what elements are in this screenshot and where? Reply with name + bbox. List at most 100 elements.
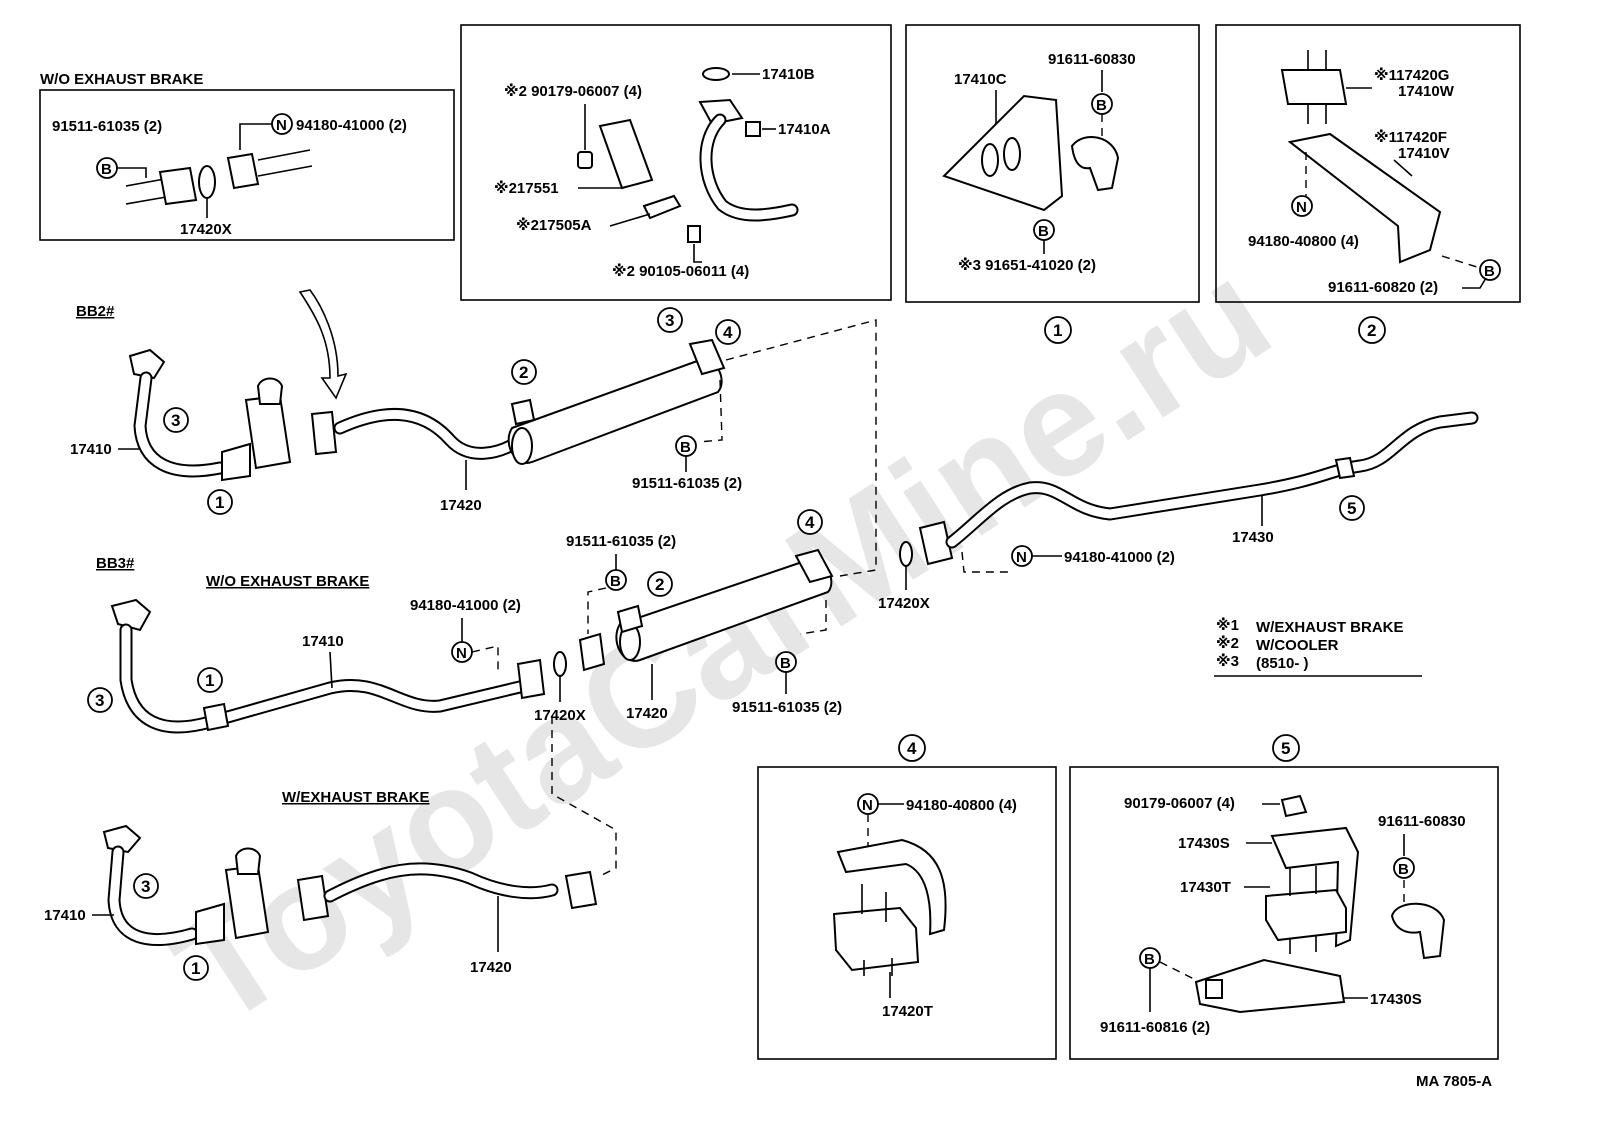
cooler-bracket-a-label: 17410A [778,121,831,138]
inset-one-frame [905,24,1200,303]
legend: ※1 W/EXHAUST BRAKE ※2 W/COOLER ※3 (8510-… [1214,616,1422,677]
bb2-muffler-bolt-label: 91511-61035 (2) [632,475,742,492]
svg-text:N: N [456,645,467,662]
bb3-w-title: W/EXHAUST BRAKE [282,789,430,806]
svg-text:N: N [862,797,873,814]
bb3-label: BB3# [96,555,135,572]
svg-text:1: 1 [205,671,214,690]
callout-three-icon: 3 [163,407,189,433]
callout-three-icon: 3 [87,687,113,713]
svg-text:B: B [610,573,621,590]
inset-wo-exhaust-brake: W/O EXHAUST BRAKE 91511-61035 (2) B N 94… [39,71,455,241]
bb3-nut-label: 94180-41000 (2) [410,597,521,614]
callout-one-icon: 1 [197,667,223,693]
legend-text-3: (8510- ) [1256,655,1309,672]
b-marker-icon: B [1139,947,1161,969]
svg-text:N: N [276,117,287,134]
inset-cooler-frame [460,24,892,301]
n-marker-icon: N [1291,195,1313,217]
inset-two-nut-label: 94180-40800 (4) [1248,233,1359,250]
svg-text:B: B [1398,861,1409,878]
inset-four-mount-label: 17420T [882,1003,933,1020]
inset-two-mount-g-label: ※117420G [1374,66,1449,84]
bb2-label: BB2# [76,303,115,320]
bb3-assembly: BB3# W/O EXHAUST BRAKE 3 1 17410 94180-4… [44,509,842,981]
inset-wo-title: W/O EXHAUST BRAKE [40,71,203,88]
svg-text:3: 3 [171,411,180,430]
bb3-front-pipe-label: 17410 [302,633,344,650]
bb3-bolt-bottom-label: 91511-61035 (2) [732,699,842,716]
bb2-nut-label: 94180-41000 (2) [1064,549,1175,566]
callout-five-icon: 5 [1272,734,1300,762]
cooler-insulator-label: ※217551 [494,179,559,197]
bb3-w-front-pipe-label: 17410 [44,907,86,924]
bb3-center-pipe-label: 17420 [626,705,668,722]
inset-two: ※117420G 17410W ※117420F 17410V N 94180-… [1215,24,1521,303]
inset-one-top-bolt-label: 91611-60830 [1048,51,1136,68]
b-marker-icon: B [775,651,797,673]
inset-five-mount-label: 17430T [1180,879,1231,896]
svg-text:3: 3 [665,311,674,330]
n-marker-icon: N [271,113,293,135]
inset-one-bottom-bolt-label: ※3 91651-41020 (2) [958,256,1096,274]
n-marker-icon: N [451,641,473,663]
inset-four-frame [757,766,1057,1060]
svg-text:B: B [1144,951,1155,968]
svg-text:1: 1 [191,959,200,978]
legend-text-2: W/COOLER [1256,637,1339,654]
svg-text:B: B [101,161,112,178]
bb2-tail-pipe-label: 17430 [1232,529,1274,546]
callout-two-icon: 2 [511,359,537,385]
legend-mark-3: ※3 [1216,652,1239,670]
callout-four-icon: 4 [715,319,741,345]
drawing-code: MA 7805-A [1416,1073,1492,1090]
b-marker-icon: B [1091,93,1113,115]
svg-text:N: N [1296,199,1307,216]
svg-text:B: B [780,655,791,672]
svg-text:B: B [1038,223,1049,240]
b-marker-icon: B [1033,219,1055,241]
svg-text:B: B [680,439,691,456]
inset-wo-frame [39,89,455,241]
bb2-gasket-label: 17420X [878,595,930,612]
cooler-bracket-label: ※217505A [516,216,592,234]
inset-four: N 94180-40800 (4) 17420T [757,766,1057,1060]
n-marker-icon: N [1011,545,1033,567]
callout-four-icon: 4 [797,509,823,535]
bb3-w-center-pipe-label: 17420 [470,959,512,976]
svg-text:1: 1 [215,493,224,512]
inset-two-mount-v-label: 17410V [1398,145,1450,162]
bb2-center-pipe-label: 17420 [440,497,482,514]
svg-text:1: 1 [1053,321,1062,340]
svg-text:B: B [1096,97,1107,114]
inset-five-bolt-bottom-label: 91611-60816 (2) [1100,1019,1210,1036]
svg-text:3: 3 [95,691,104,710]
inset-one-bracket-label: 17410C [954,71,1007,88]
legend-mark-1: ※1 [1216,616,1239,634]
bb2-assembly: BB2# 3 17410 1 17420 2 3 [70,303,1479,612]
svg-text:5: 5 [1281,739,1290,758]
callout-three-icon: 3 [133,873,159,899]
callout-one-icon: 1 [207,489,233,515]
svg-text:5: 5 [1347,499,1356,518]
callout-two-icon: 2 [647,571,673,597]
inset-five: 90179-06007 (4) 17430S 91611-60830 B 174… [1069,766,1499,1060]
callout-three-icon: 3 [657,307,683,333]
n-marker-icon: N [857,793,879,815]
b-marker-icon: B [675,435,697,457]
svg-text:4: 4 [805,513,815,532]
inset-five-frame [1069,766,1499,1060]
callout-two-icon: 2 [1358,316,1386,344]
svg-text:4: 4 [907,739,917,758]
svg-text:2: 2 [519,363,528,382]
inset-two-frame [1215,24,1521,303]
svg-text:B: B [1484,263,1495,280]
inset-five-bracket-s-bottom-label: 17430S [1370,991,1422,1008]
inset-five-clamp-label: 90179-06007 (4) [1124,795,1235,812]
svg-text:4: 4 [723,323,733,342]
inset-two-bolt-label: 91611-60820 (2) [1328,279,1438,296]
inset-four-nut-label: 94180-40800 (4) [906,797,1017,814]
cooler-clamp-bolt-label: ※2 90179-06007 (4) [504,82,642,100]
inset-two-mount-w-label: 17410W [1398,83,1455,100]
callout-four-icon: 4 [898,734,926,762]
